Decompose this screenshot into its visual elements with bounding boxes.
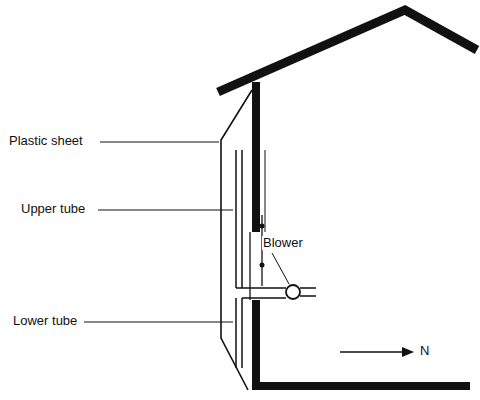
direction-label: N <box>419 344 430 358</box>
upper-tube <box>241 150 243 288</box>
north-arrow <box>340 351 405 353</box>
leader-line <box>84 322 233 323</box>
part-label: Lower tube <box>12 314 78 328</box>
duct <box>236 287 286 289</box>
duct <box>242 297 286 299</box>
upper-wall <box>252 82 260 232</box>
leader-line <box>100 142 219 143</box>
frame-line <box>265 150 266 232</box>
lower-tube <box>241 298 243 368</box>
north-arrowhead <box>402 347 414 357</box>
hinge-dot <box>260 263 265 268</box>
hinge-dot <box>260 224 265 229</box>
leader-line <box>272 253 289 284</box>
leader-line <box>98 210 233 211</box>
lower-wall <box>256 300 470 386</box>
roof <box>218 10 477 92</box>
duct <box>300 287 316 289</box>
lower-tube <box>235 298 237 368</box>
plastic-sheet <box>221 90 252 390</box>
frame-line <box>249 232 250 300</box>
part-label: Blower <box>262 236 304 250</box>
duct <box>300 295 316 297</box>
upper-tube <box>235 150 237 288</box>
part-label: Upper tube <box>20 202 86 216</box>
part-label: Plastic sheet <box>8 134 84 148</box>
blower-symbol <box>286 285 300 299</box>
